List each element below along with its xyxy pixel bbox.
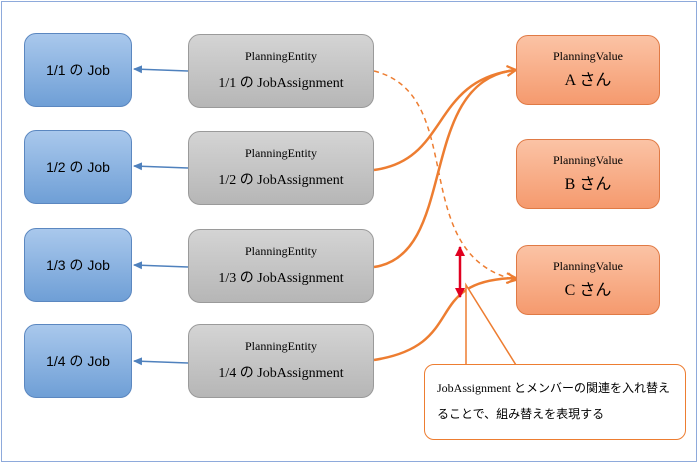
job-box-1: 1/1 の Job — [24, 33, 132, 107]
value-type: PlanningValue — [553, 49, 623, 63]
job-link-arrow-2 — [133, 162, 189, 171]
job-box-2: 1/2 の Job — [24, 130, 132, 204]
job-box-3: 1/3 の Job — [24, 228, 132, 302]
entity-label: 1/2 の JobAssignment — [218, 173, 344, 188]
callout-text: JobAssignment とメンバーの関連を入れ替えることで、組み替えを表現す… — [437, 381, 671, 421]
value-label: A さん — [564, 72, 612, 89]
planning-entity-box-2: PlanningEntity 1/2 の JobAssignment — [188, 131, 374, 205]
entity-label: 1/3 の JobAssignment — [218, 271, 344, 286]
assignment-link-3 — [373, 70, 516, 269]
job-label: 1/2 の Job — [46, 159, 110, 175]
callout-box: JobAssignment とメンバーの関連を入れ替えることで、組み替えを表現す… — [424, 364, 686, 440]
job-link-arrow-1 — [133, 65, 189, 74]
entity-label: 1/1 の JobAssignment — [218, 76, 344, 91]
job-link-arrow-3 — [133, 261, 189, 270]
job-link-arrow-4 — [133, 357, 189, 366]
entity-type: PlanningEntity — [245, 49, 317, 63]
value-type: PlanningValue — [553, 259, 623, 273]
planning-entity-box-4: PlanningEntity 1/4 の JobAssignment — [188, 324, 374, 398]
entity-type: PlanningEntity — [245, 244, 317, 258]
job-label: 1/4 の Job — [46, 353, 110, 369]
entity-type: PlanningEntity — [245, 339, 317, 353]
value-type: PlanningValue — [553, 153, 623, 167]
planning-value-box-c: PlanningValue C さん — [516, 245, 660, 315]
planning-entity-box-3: PlanningEntity 1/3 の JobAssignment — [188, 229, 374, 303]
planning-entity-box-1: PlanningEntity 1/1 の JobAssignment — [188, 34, 374, 108]
assignment-link-2 — [373, 70, 516, 172]
planning-value-box-b: PlanningValue B さん — [516, 139, 660, 209]
job-label: 1/1 の Job — [46, 62, 110, 78]
planning-value-box-a: PlanningValue A さん — [516, 35, 660, 105]
value-label: C さん — [564, 282, 612, 299]
job-label: 1/3 の Job — [46, 257, 110, 273]
entity-label: 1/4 の JobAssignment — [218, 366, 344, 381]
value-label: B さん — [564, 176, 612, 193]
assignment-link-1-dashed — [373, 70, 516, 280]
callout-pointer — [465, 282, 517, 366]
entity-type: PlanningEntity — [245, 146, 317, 160]
job-box-4: 1/4 の Job — [24, 324, 132, 398]
assignment-link-4 — [373, 278, 516, 362]
